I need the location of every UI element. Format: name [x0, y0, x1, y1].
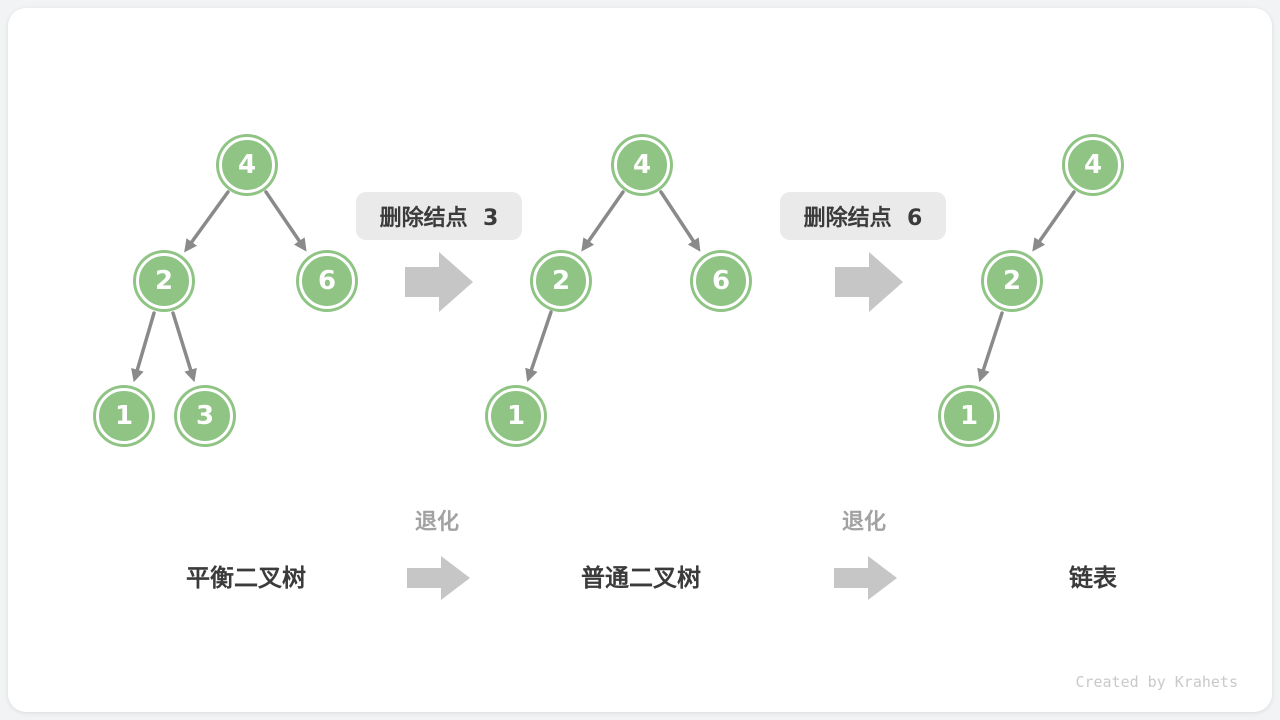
tree-node: 1: [941, 388, 997, 444]
tree-node: 3: [177, 388, 233, 444]
card: [8, 8, 1272, 712]
tree-node: 4: [614, 137, 670, 193]
watermark-credit: Created by Krahets: [1075, 673, 1238, 691]
tree-name-balanced: 平衡二叉树: [186, 564, 306, 592]
operation-label-delete-6: 删除结点 6: [780, 192, 946, 240]
tree-name-ordinary: 普通二叉树: [581, 564, 701, 592]
tree-node: 6: [299, 253, 355, 309]
tree-node: 2: [136, 253, 192, 309]
tree-node: 6: [693, 253, 749, 309]
tree-node: 1: [96, 388, 152, 444]
degrade-label: 退化: [841, 510, 886, 535]
tree-node: 4: [219, 137, 275, 193]
tree-name-linkedlist: 链表: [1069, 564, 1117, 592]
tree-node: 4: [1065, 137, 1121, 193]
operation-label-delete-3: 删除结点 3: [356, 192, 522, 240]
tree-node: 2: [984, 253, 1040, 309]
degrade-label: 退化: [414, 510, 459, 535]
tree-node: 1: [488, 388, 544, 444]
tree-node: 2: [533, 253, 589, 309]
